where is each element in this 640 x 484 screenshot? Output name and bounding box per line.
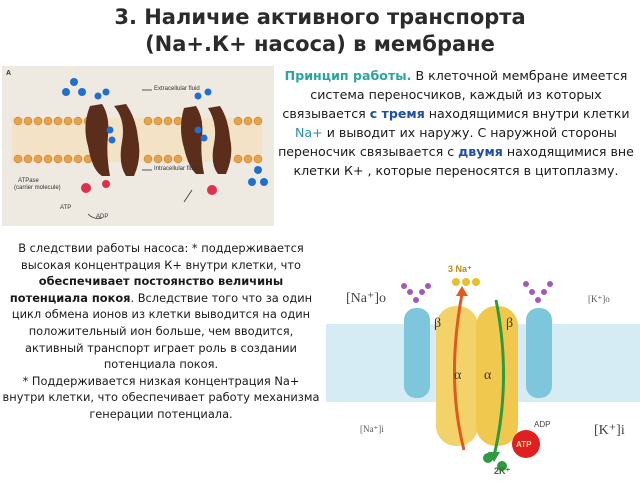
- figure-b-pump: 3 Na⁺ [Na⁺]o [K⁺]o [Na⁺]i [K⁺]i β β α α …: [326, 260, 640, 480]
- consequence-text-1: В следствии работы насоса: * поддерживае…: [18, 241, 304, 272]
- principle-emph-three: с тремя: [369, 106, 425, 121]
- consequence-emph: обеспечивает постоянство величины потенц…: [9, 274, 284, 305]
- k-i-label: [K⁺]i: [594, 423, 625, 438]
- alpha-subunits: [436, 306, 518, 446]
- na-ions: [62, 78, 268, 186]
- adp-label: ADP: [96, 214, 109, 220]
- consequence-text-3: * Поддерживается низкая концентрация: [22, 373, 275, 388]
- atp-label-b: ATP: [516, 440, 532, 449]
- alpha-label-left: α: [454, 368, 462, 383]
- na-i-label: [Na⁺]i: [360, 424, 384, 434]
- consequence-text: В следствии работы насоса: * поддерживае…: [2, 240, 320, 423]
- principle-text-3: и выводит их наружу. С наружной стороны …: [278, 125, 617, 159]
- principle-text-1: В клеточной мембране имеется система пер…: [282, 68, 628, 121]
- k-in-label: 2K⁺: [494, 466, 511, 476]
- k-o-label: [K⁺]o: [588, 294, 610, 304]
- carrier-protein-1: [85, 104, 140, 176]
- k-arrow-head: [488, 452, 500, 462]
- transport-arrows: [87, 89, 193, 219]
- consequence-text-4: внутри клетки, что обеспечивает работу м…: [2, 390, 320, 421]
- adp-label-b: ADP: [534, 420, 551, 429]
- beta-subunits: [404, 308, 552, 398]
- na-ions-out: [452, 278, 480, 286]
- na-arrow-head: [456, 286, 468, 296]
- atp-label: ATP: [60, 205, 72, 211]
- pump-arrows: [452, 293, 506, 457]
- consequence-na: Na+: [274, 373, 300, 388]
- principle-na: Na+: [295, 125, 323, 140]
- principle-text-2: находящимися внутри клетки: [424, 106, 630, 121]
- na-o-label: [Na⁺]o: [346, 291, 387, 306]
- atpase-sublabel: (carrier molecule): [14, 185, 61, 191]
- figure-b-drawing: [326, 260, 640, 480]
- na-out-label: 3 Na⁺: [448, 264, 472, 274]
- atpase-label: ATPase: [18, 178, 39, 184]
- slide-title: 3. Наличие активного транспорта (Na+.К+ …: [0, 4, 640, 58]
- alpha-label-right: α: [484, 368, 492, 383]
- figure-a-drawing: [12, 78, 268, 219]
- atp-molecule: [512, 430, 540, 458]
- consequence-text-2: . Вследствие того что за один цикл обмен…: [11, 290, 313, 372]
- beta-label-left: β: [434, 316, 442, 331]
- principle-text-4: находящимися вне клетки К+ , которые пер…: [293, 144, 634, 178]
- principle-emph-two: двумя: [458, 144, 503, 159]
- title-line-1: 3. Наличие активного транспорта: [114, 5, 526, 29]
- extracellular-label: Extracellular fluid: [154, 86, 200, 92]
- principle-text: Принцип работы. В клеточной мембране име…: [276, 66, 636, 180]
- figure-a-atpase: A Extracellular fluid Intracellular flui…: [2, 66, 274, 226]
- panel-letter: A: [6, 70, 12, 77]
- carrier-protein-2: [181, 106, 232, 174]
- k-ions: [81, 180, 217, 195]
- title-line-2: (Na+.К+ насоса) в мембране: [145, 32, 495, 56]
- beta-label-right: β: [506, 316, 514, 331]
- intracellular-label: Intracellular fluid: [154, 166, 198, 172]
- sugar-chains: [401, 281, 553, 303]
- principle-lead: Принцип работы.: [284, 68, 412, 83]
